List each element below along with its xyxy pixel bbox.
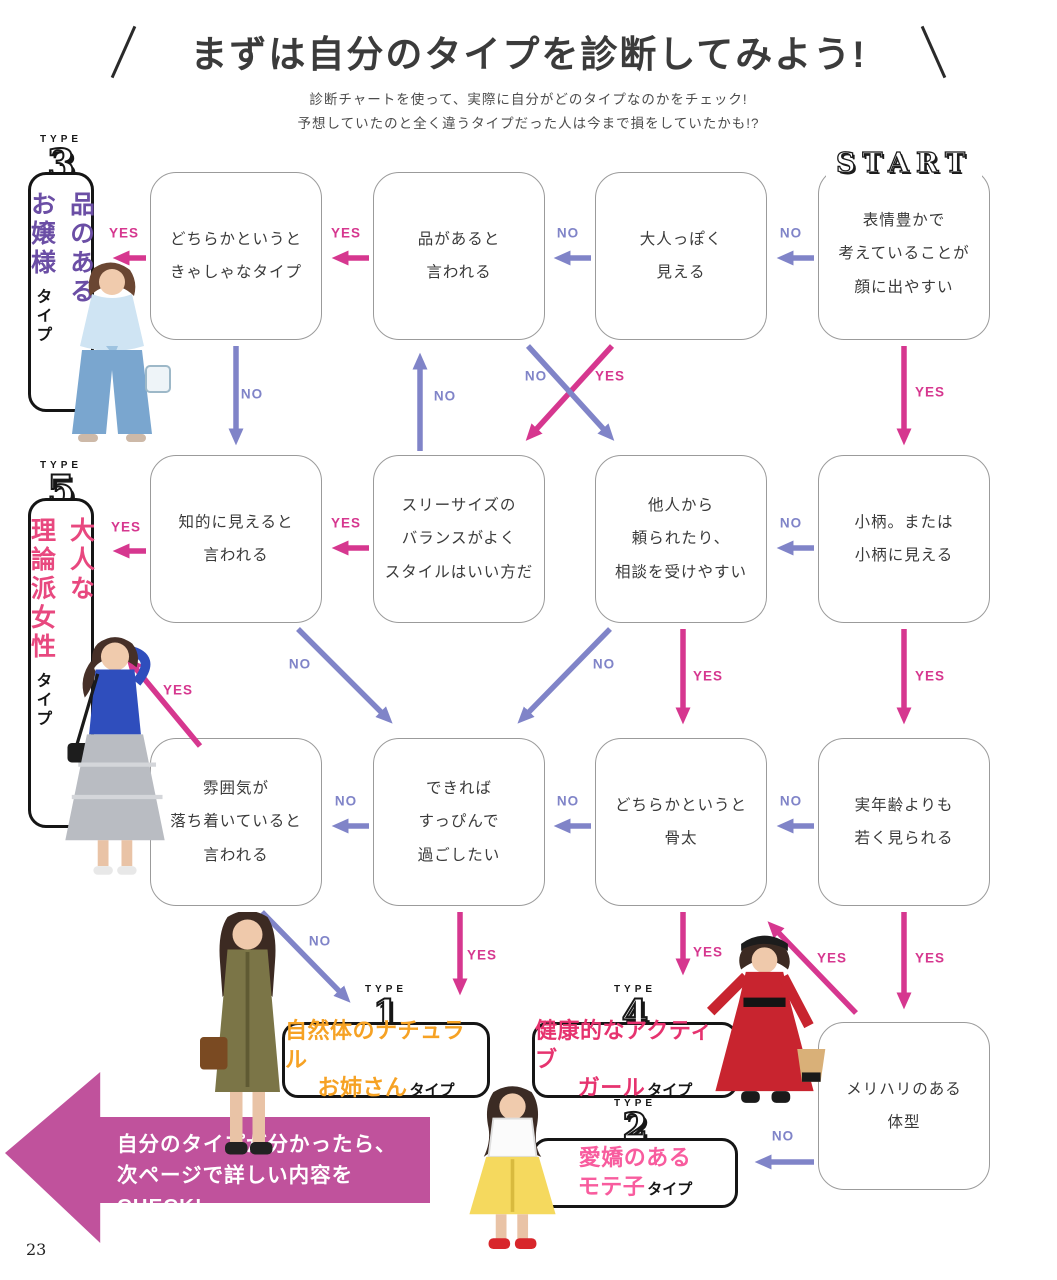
type1-line1: 自然体のナチュラル: [285, 1018, 466, 1072]
photo-type2: [469, 1086, 556, 1250]
type2-label: 愛嬌のある モテ子タイプ: [532, 1138, 738, 1208]
type2-line1: 愛嬌のある: [578, 1145, 692, 1171]
yes-label: YES: [330, 515, 362, 531]
yes-label: YES: [108, 225, 140, 241]
yes-label: YES: [914, 950, 946, 966]
start-label: START: [818, 147, 990, 180]
type4-line1: 健康的なアクティブ: [535, 1018, 713, 1072]
yes-label: YES: [330, 225, 362, 241]
type3-word: TYPE: [39, 134, 83, 145]
yes-label: YES: [816, 950, 848, 966]
arrow-chiteki-dekireba: [296, 627, 393, 724]
type5-main2: 理論派女性タイプ: [27, 517, 56, 729]
no-label: NO: [308, 933, 332, 949]
type5-main1: 大人な: [66, 517, 95, 604]
question-box-start: 表情豊かで 考えていることが 顔に出やすい: [818, 168, 990, 340]
no-label: NO: [556, 225, 580, 241]
banner-line2: 次ページで詳しい内容をCHECK!: [117, 1163, 354, 1218]
type5-suffix: タイプ: [33, 672, 51, 729]
yes-label: YES: [162, 682, 194, 698]
question-box-tanin: 他人から 頼られたり、 相談を受けやすい: [595, 455, 767, 623]
photo-type4: [706, 935, 826, 1103]
arrow-hin-tanin: [525, 344, 615, 441]
yes-label: YES: [594, 368, 626, 384]
no-label: NO: [334, 793, 358, 809]
yes-label: YES: [110, 519, 142, 535]
type5-word: TYPE: [39, 460, 83, 471]
type4-suffix: タイプ: [647, 1082, 693, 1100]
no-label: NO: [779, 793, 803, 809]
no-label: NO: [433, 388, 457, 404]
photo-type1: [200, 912, 280, 1155]
yes-label: YES: [692, 668, 724, 684]
type2-word: TYPE: [613, 1098, 657, 1109]
subtitle-line2: 予想していたのと全く違うタイプだった人は今まで損をしていたかも!?: [297, 116, 760, 131]
question-box-kyasha: どちらかというと きゃしゃなタイプ: [150, 172, 322, 340]
question-box-funiki: 雰囲気が 落ち着いていると 言われる: [150, 738, 322, 906]
type4-word: TYPE: [613, 984, 657, 995]
no-label: NO: [288, 656, 312, 672]
type1-label: 自然体のナチュラル お姉さんタイプ: [282, 1018, 490, 1100]
no-label: NO: [779, 225, 803, 241]
question-box-dekireba: できれば すっぴんで 過ごしたい: [373, 738, 545, 906]
subtitle-line1: 診断チャートを使って、実際に自分がどのタイプなのかをチェック!: [309, 92, 748, 107]
arrow-tanin-dekireba: [517, 627, 612, 724]
no-label: NO: [240, 386, 264, 402]
page-number: 23: [26, 1240, 47, 1259]
type3-main2: お嬢様タイプ: [27, 191, 56, 345]
type2-line2: モテ子: [577, 1174, 646, 1199]
type3-suffix: タイプ: [33, 288, 51, 345]
no-label: NO: [556, 793, 580, 809]
question-box-jitsunenrei: 実年齢よりも 若く見られる: [818, 738, 990, 906]
question-box-honebuto: どちらかというと 骨太: [595, 738, 767, 906]
no-label: NO: [771, 1128, 795, 1144]
type1-line2: お姉さん: [317, 1075, 408, 1101]
yes-label: YES: [466, 947, 498, 963]
no-label: NO: [524, 368, 548, 384]
yes-label: YES: [914, 668, 946, 684]
no-label: NO: [779, 515, 803, 531]
photo-type5: [65, 637, 165, 875]
question-box-merihari: メリハリのある 体型: [818, 1022, 990, 1190]
question-box-otona: 大人っぽく 見える: [595, 172, 767, 340]
type4-line2: ガール: [577, 1075, 646, 1101]
question-box-chiteki: 知的に見えると 言われる: [150, 455, 322, 623]
no-label: NO: [592, 656, 616, 672]
arrow-otona-threesize: [525, 344, 615, 441]
photo-type3: [72, 262, 171, 442]
page-title: まずは自分のタイプを診断してみよう!: [190, 34, 867, 75]
question-box-hin: 品があると 言われる: [373, 172, 545, 340]
type4-label: 健康的なアクティブ ガールタイプ: [532, 1018, 738, 1100]
type2-suffix: タイプ: [647, 1181, 693, 1198]
type1-suffix: タイプ: [409, 1082, 455, 1100]
question-box-kogara: 小柄。または 小柄に見える: [818, 455, 990, 623]
yes-label: YES: [914, 384, 946, 400]
type1-word: TYPE: [364, 984, 408, 995]
question-box-threesize: スリーサイズの バランスがよく スタイルはいい方だ: [373, 455, 545, 623]
yes-label: YES: [692, 944, 724, 960]
